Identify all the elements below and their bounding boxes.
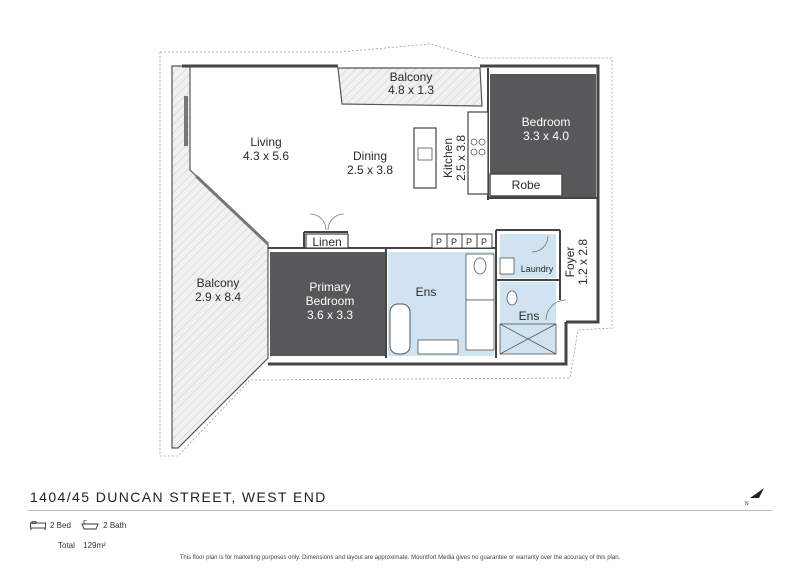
footer-divider [28,510,772,511]
exterior-walls-right [480,64,600,324]
label-bedroom: Bedroom [522,115,571,129]
bed-count: 2 Bed [50,521,71,530]
label-linen: Linen [312,235,341,249]
pantry-label-2: P [451,237,457,247]
bed-stat: 2 Bed [30,521,71,530]
compass-letter: N [745,501,749,507]
disclaimer-text: This floor plan is for marketing purpose… [179,555,621,561]
dims-kitchen: 2.5 x 3.8 [454,135,468,181]
dims-balcony-side: 2.9 x 8.4 [195,290,241,304]
label-ensuite-2: Ens [519,309,540,323]
label-living: Living [250,135,281,149]
bathtub [389,303,411,355]
bath-icon [81,520,99,530]
label-balcony-side: Balcony [197,276,240,290]
total-area: Total 129m² [58,541,106,550]
bed-icon [30,521,46,530]
exterior-walls-bottom [268,322,568,366]
floor-plan: Balcony 4.8 x 1.3 Bedroom 3.3 x 4.0 Livi… [159,43,613,457]
balcony-side-area [171,65,269,449]
dims-primary-bedroom: 3.6 x 3.3 [307,308,353,322]
primary-bedroom-room [270,252,386,356]
pantry-label-3: P [466,237,472,247]
label-primary-bedroom-1: Primary [309,280,350,294]
balcony-top-area [337,67,483,107]
property-stats: 2 Bed 2 Bath [30,520,134,532]
property-address: 1404/45 DUNCAN STREET, WEST END [30,489,327,505]
total-label: Total [58,541,75,550]
kitchen-island [413,127,437,189]
bath-stat: 2 Bath [81,520,126,530]
label-ensuite-main: Ens [416,285,437,299]
label-kitchen: Kitchen [441,138,455,178]
dims-living: 4.3 x 5.6 [243,149,289,163]
linen-box [305,233,349,249]
pantry-label-4: P [481,237,487,247]
compass-icon [750,488,764,498]
bath-count: 2 Bath [103,520,127,530]
robe-box [489,173,563,197]
label-foyer: Foyer [563,247,577,278]
label-robe: Robe [512,178,541,192]
kitchen-bench [467,111,489,195]
dims-foyer: 1.2 x 2.8 [576,239,590,285]
dims-bedroom: 3.3 x 4.0 [523,129,569,143]
label-dining: Dining [353,149,387,163]
pantry-label-1: P [436,237,442,247]
total-value: 129m² [83,541,106,550]
dims-balcony-top: 4.8 x 1.3 [388,83,434,97]
label-laundry: Laundry [521,264,554,274]
dims-dining: 2.5 x 3.8 [347,163,393,177]
label-balcony-top: Balcony [390,70,433,84]
property-boundary [159,43,613,457]
label-primary-bedroom-2: Bedroom [306,294,355,308]
